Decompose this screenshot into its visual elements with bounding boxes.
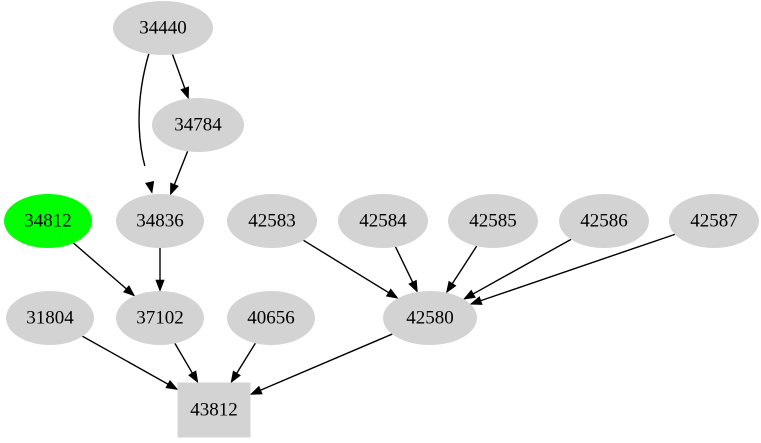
node-label: 34784 <box>174 114 222 135</box>
graph-node-43812[interactable]: 43812 <box>177 382 251 438</box>
node-label: 42585 <box>469 210 517 231</box>
graph-edge <box>155 248 165 292</box>
node-ellipse-shape[interactable] <box>227 291 315 345</box>
graph-edge <box>138 52 155 194</box>
graph-edge <box>303 239 399 299</box>
edge-arrowhead-icon <box>249 385 263 395</box>
node-ellipse-shape[interactable] <box>152 98 244 152</box>
edge-arrowhead-icon <box>445 280 457 294</box>
node-ellipse-shape[interactable] <box>4 194 92 248</box>
node-label: 42586 <box>580 210 628 231</box>
node-label: 42587 <box>690 210 738 231</box>
node-box-shape[interactable] <box>177 382 251 438</box>
graph-edge <box>72 242 136 297</box>
graph-node-37102[interactable]: 37102 <box>116 291 204 345</box>
edge-arrowhead-icon <box>408 279 418 293</box>
node-label: 34440 <box>139 17 187 38</box>
edge-arrowhead-icon <box>188 370 199 384</box>
graph-node-34812[interactable]: 34812 <box>4 194 92 248</box>
graph-node-42587[interactable]: 42587 <box>669 194 759 248</box>
edge-arrowhead-icon <box>230 370 241 384</box>
edges-layer <box>72 52 676 395</box>
graph-edge <box>171 54 189 100</box>
node-label: 42583 <box>248 210 296 231</box>
graph-edge <box>230 342 256 384</box>
graph-edge <box>462 238 572 300</box>
node-ellipse-shape[interactable] <box>113 1 213 55</box>
graph-node-40656[interactable]: 40656 <box>227 291 315 345</box>
edge-arrowhead-icon <box>145 180 155 194</box>
node-ellipse-shape[interactable] <box>448 194 538 248</box>
node-ellipse-shape[interactable] <box>227 194 317 248</box>
graph-node-42585[interactable]: 42585 <box>448 194 538 248</box>
edge-arrowhead-icon <box>469 296 483 305</box>
node-label: 37102 <box>136 307 184 328</box>
node-label: 31804 <box>26 307 74 328</box>
graph-node-34440[interactable]: 34440 <box>113 1 213 55</box>
edge-arrowhead-icon <box>385 288 399 299</box>
graph-edge <box>469 233 676 305</box>
graph-node-34836[interactable]: 34836 <box>116 194 204 248</box>
node-ellipse-shape[interactable] <box>559 194 649 248</box>
node-label: 40656 <box>247 307 295 328</box>
node-ellipse-shape[interactable] <box>383 291 477 345</box>
node-ellipse-shape[interactable] <box>116 291 204 345</box>
graph-edge <box>394 246 418 293</box>
node-ellipse-shape[interactable] <box>6 291 94 345</box>
graph-edge <box>170 151 189 196</box>
node-label: 34812 <box>24 210 72 231</box>
edge-arrowhead-icon <box>155 279 165 292</box>
graph-node-42583[interactable]: 42583 <box>227 194 317 248</box>
node-label: 42584 <box>359 210 407 231</box>
graph-edge <box>445 245 478 294</box>
node-ellipse-shape[interactable] <box>116 194 204 248</box>
graph-edge <box>174 343 199 384</box>
graph-node-42580[interactable]: 42580 <box>383 291 477 345</box>
edge-arrowhead-icon <box>165 379 179 390</box>
node-label: 34836 <box>136 210 184 231</box>
nodes-layer: 34440 34784 34812 34836 42583 42584 42585 42586… <box>4 1 759 438</box>
node-label: 42580 <box>406 307 454 328</box>
edge-arrowhead-icon <box>180 86 189 100</box>
graph-edge <box>249 333 393 395</box>
edge-arrowhead-icon <box>462 289 476 300</box>
graph-node-34784[interactable]: 34784 <box>152 98 244 152</box>
edge-arrowhead-icon <box>170 182 179 196</box>
edge-arrowhead-icon <box>122 285 136 297</box>
node-ellipse-shape[interactable] <box>338 194 428 248</box>
node-label: 43812 <box>190 399 238 420</box>
graph-edge <box>82 335 179 390</box>
graph-node-42584[interactable]: 42584 <box>338 194 428 248</box>
node-ellipse-shape[interactable] <box>669 194 759 248</box>
graph-node-42586[interactable]: 42586 <box>559 194 649 248</box>
graph-node-31804[interactable]: 31804 <box>6 291 94 345</box>
